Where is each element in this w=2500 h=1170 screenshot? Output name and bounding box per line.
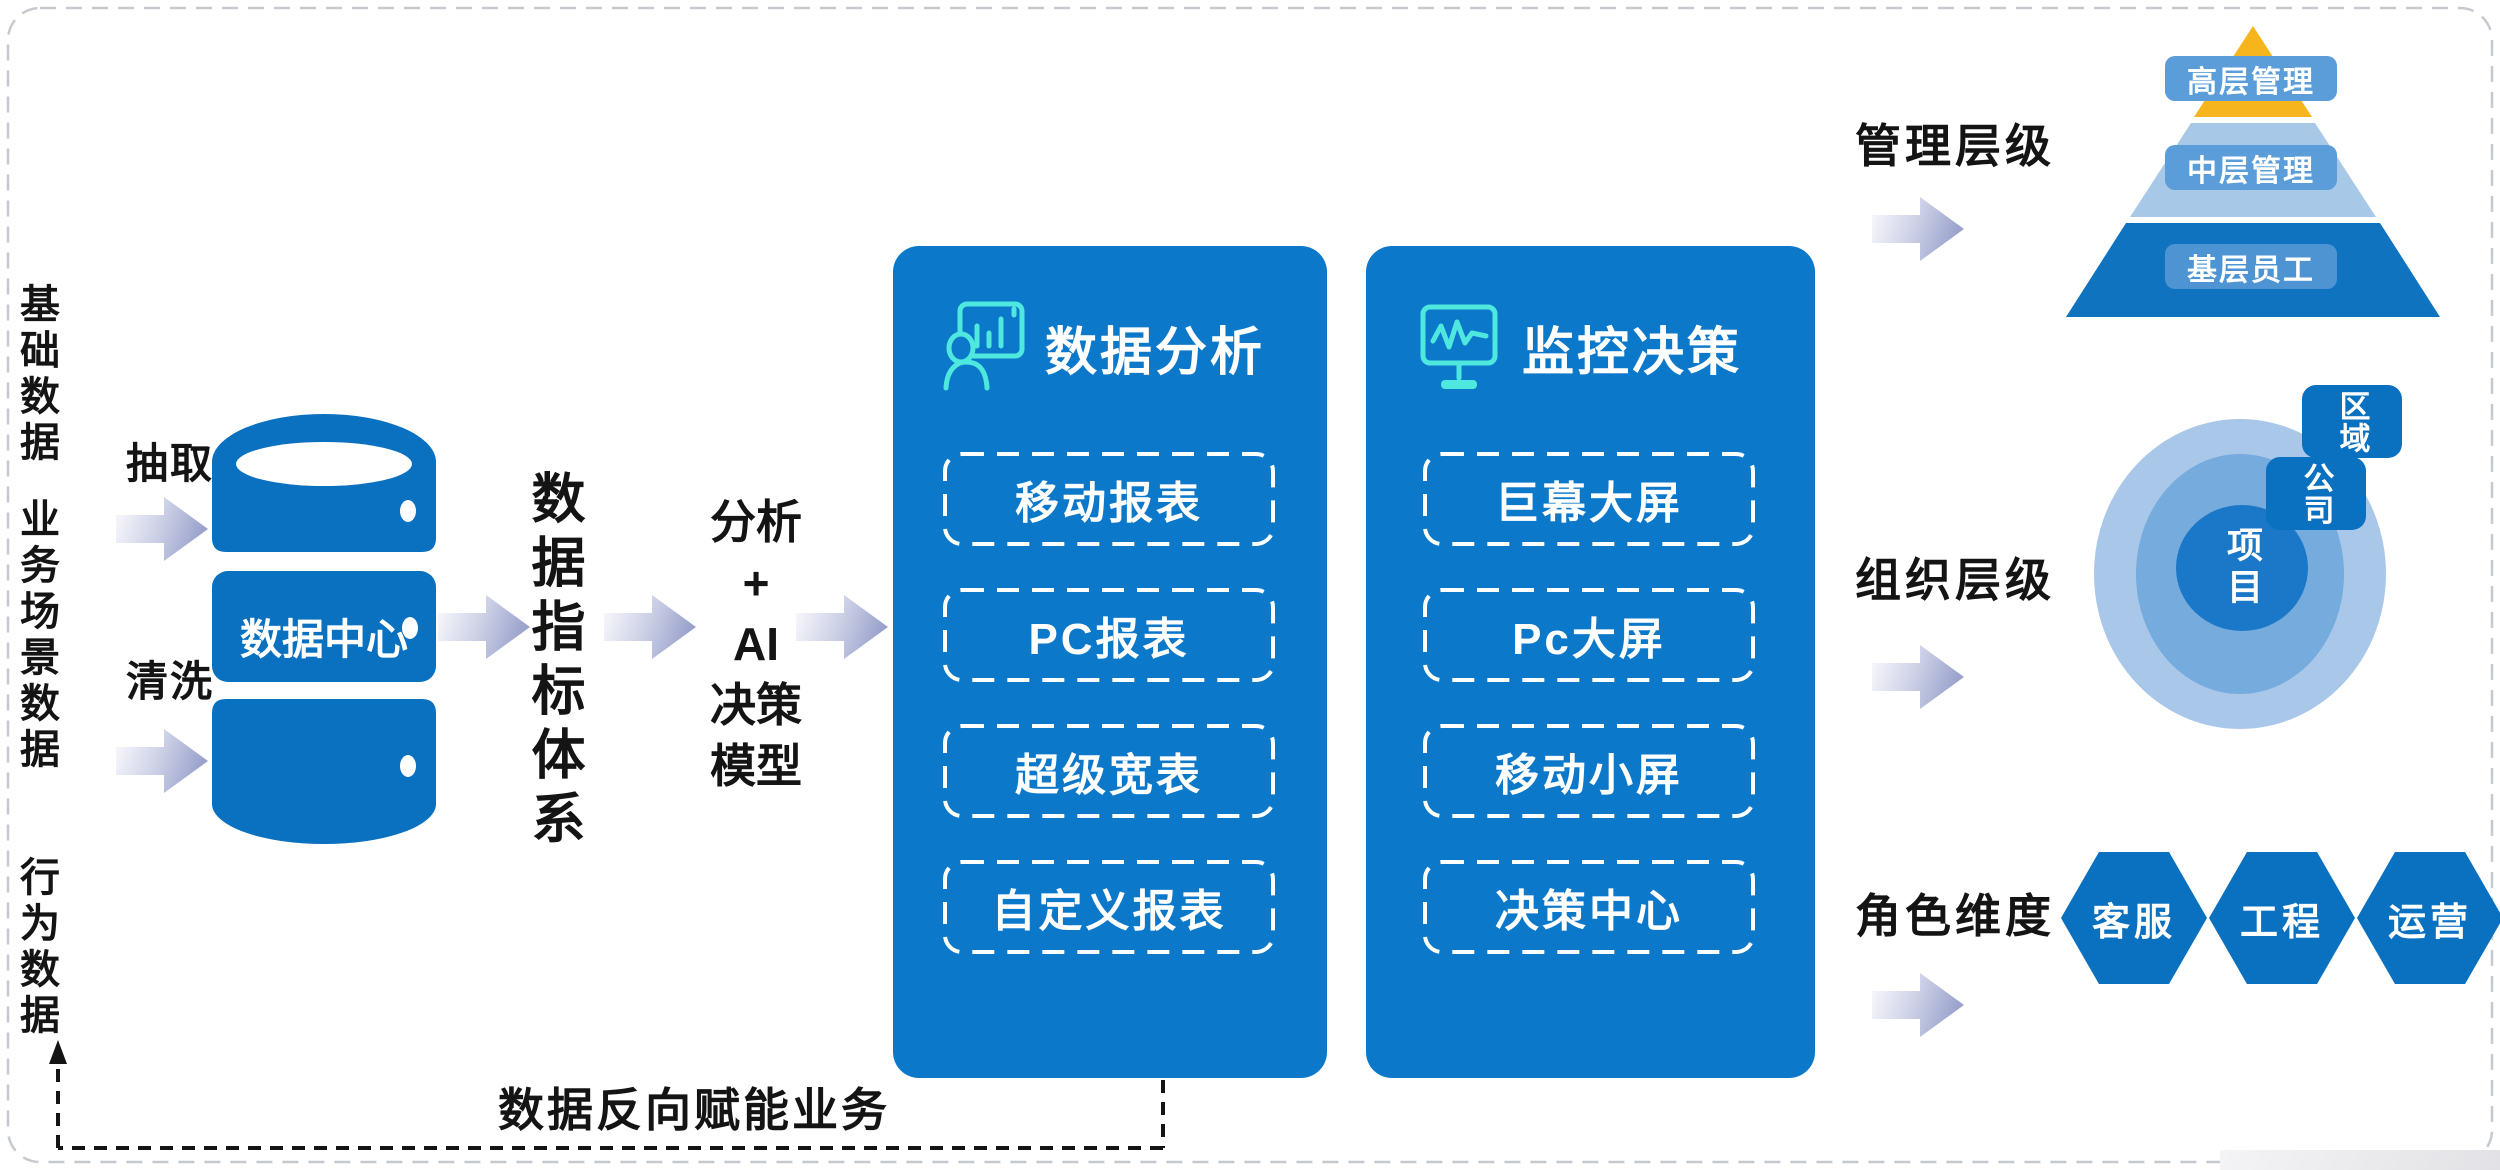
item-mobile-screen: 移动小屏 bbox=[1422, 723, 1756, 819]
panel-data-analysis: 数据分析 移动报表 PC报表 超级宽表 自定义报表 bbox=[893, 246, 1327, 1078]
pyramid-level-middle: 中层管理 bbox=[2165, 145, 2337, 190]
item-super-wide-table: 超级宽表 bbox=[942, 723, 1276, 819]
data-center-label: 数据中心 bbox=[239, 616, 408, 663]
model-line-1: 分析 bbox=[710, 496, 802, 548]
flow-arrow-management-icon bbox=[1872, 194, 1966, 264]
section-label-management: 管理层级 bbox=[1855, 120, 2055, 172]
source-label-behavior-data: 行为数据 bbox=[14, 856, 58, 1040]
source-label-business-scene-data: 业务场景数据 bbox=[14, 498, 58, 774]
flow-arrow-roles-icon bbox=[1872, 970, 1966, 1040]
model-line-3: AI bbox=[733, 618, 779, 670]
monitor-pulse-icon bbox=[1420, 304, 1498, 389]
model-line-5: 模型 bbox=[710, 740, 802, 792]
pyramid-level-top: 高层管理 bbox=[2165, 56, 2337, 101]
flow-arrow-organization-icon bbox=[1872, 642, 1966, 712]
panel-title-monitor-decision: 监控决策 bbox=[1522, 324, 1743, 382]
model-line-2: + bbox=[742, 557, 770, 609]
section-label-organization: 组织层级 bbox=[1855, 554, 2055, 606]
org-inner-label: 项目 bbox=[2222, 526, 2263, 610]
item-custom-report: 自定义报表 bbox=[942, 859, 1276, 955]
pyramid-level-bottom: 基层员工 bbox=[2165, 244, 2337, 289]
org-block-company: 公司 bbox=[2266, 457, 2366, 530]
section-label-roles: 角色维度 bbox=[1855, 890, 2055, 942]
up-arrow-icon bbox=[49, 1040, 67, 1064]
flow-arrow-indicator-icon bbox=[604, 592, 698, 662]
flow-arrow-extract-icon bbox=[116, 494, 210, 564]
panel-title-data-analysis: 数据分析 bbox=[1045, 324, 1266, 382]
item-giant-screen: 巨幕大屏 bbox=[1422, 451, 1756, 547]
item-pc-report: PC报表 bbox=[942, 587, 1276, 683]
etl-extract-label: 抽取 bbox=[126, 440, 215, 487]
item-decision-center: 决策中心 bbox=[1422, 859, 1756, 955]
source-label-basic-data: 基础数据 bbox=[14, 283, 58, 467]
database-cylinder-icon bbox=[212, 414, 436, 844]
flow-arrow-datacenter-icon bbox=[438, 592, 532, 662]
presenter-chart-icon bbox=[943, 301, 1025, 391]
management-pyramid: 高层管理 中层管理 基层员工 bbox=[2045, 18, 2465, 318]
org-block-region: 区域 bbox=[2302, 385, 2402, 458]
feedback-label: 数据反向赋能业务 bbox=[498, 1084, 890, 1136]
item-mobile-report: 移动报表 bbox=[942, 451, 1276, 547]
feedback-loop-line bbox=[49, 1040, 1165, 1150]
analysis-model-label: 分析 + AI 决策 模型 bbox=[698, 492, 814, 797]
panel-monitor-decision: 监控决策 巨幕大屏 Pc大屏 移动小屏 决策中心 bbox=[1366, 246, 1815, 1078]
etl-clean-label: 清洗 bbox=[126, 658, 215, 705]
model-line-4: 决策 bbox=[710, 679, 802, 731]
item-pc-screen: Pc大屏 bbox=[1422, 587, 1756, 683]
bottom-gray-sliver bbox=[2220, 1150, 2500, 1170]
flow-arrow-model-icon bbox=[796, 592, 890, 662]
flow-arrow-clean-icon bbox=[116, 726, 210, 796]
indicator-system-label: 数据指标体系 bbox=[523, 470, 583, 854]
